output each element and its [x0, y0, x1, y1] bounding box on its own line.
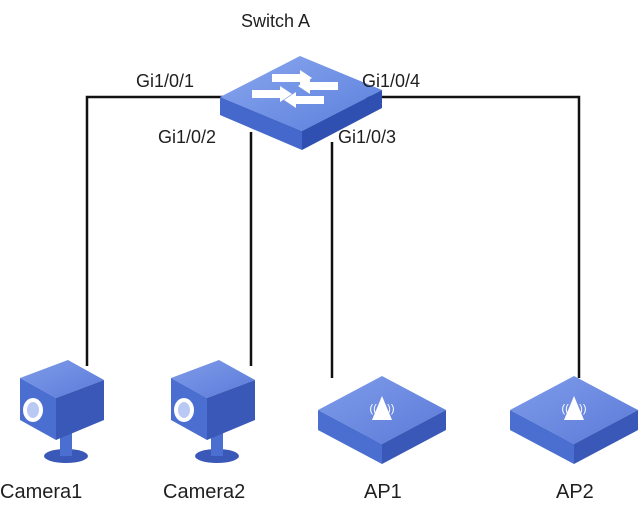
device-label-ap1: AP1: [364, 481, 402, 503]
device-label-camera1: Camera1: [0, 481, 83, 503]
svg-text:((· ·)): ((· ·)): [561, 403, 586, 415]
link-gi1-0-1-camera1: [85, 95, 245, 366]
port-label-gi1-0-4: Gi1/0/4: [362, 71, 421, 91]
ap1-icon: ((· ·)): [318, 376, 446, 464]
camera1-icon: [20, 360, 104, 463]
device-label-ap2: AP2: [556, 481, 594, 503]
link-gi1-0-4-ap2: [355, 95, 581, 378]
port-label-gi1-0-3: Gi1/0/3: [338, 127, 397, 147]
switch-label: Switch A: [241, 11, 311, 31]
links: [85, 95, 581, 378]
port-label-gi1-0-2: Gi1/0/2: [158, 127, 217, 147]
svg-text:((· ·)): ((· ·)): [369, 403, 394, 415]
ap2-icon: ((· ·)): [510, 376, 638, 464]
port-label-gi1-0-1: Gi1/0/1: [136, 71, 195, 91]
device-label-camera2: Camera2: [163, 481, 246, 503]
camera2-icon: [171, 360, 255, 463]
switch-icon: [220, 56, 382, 150]
